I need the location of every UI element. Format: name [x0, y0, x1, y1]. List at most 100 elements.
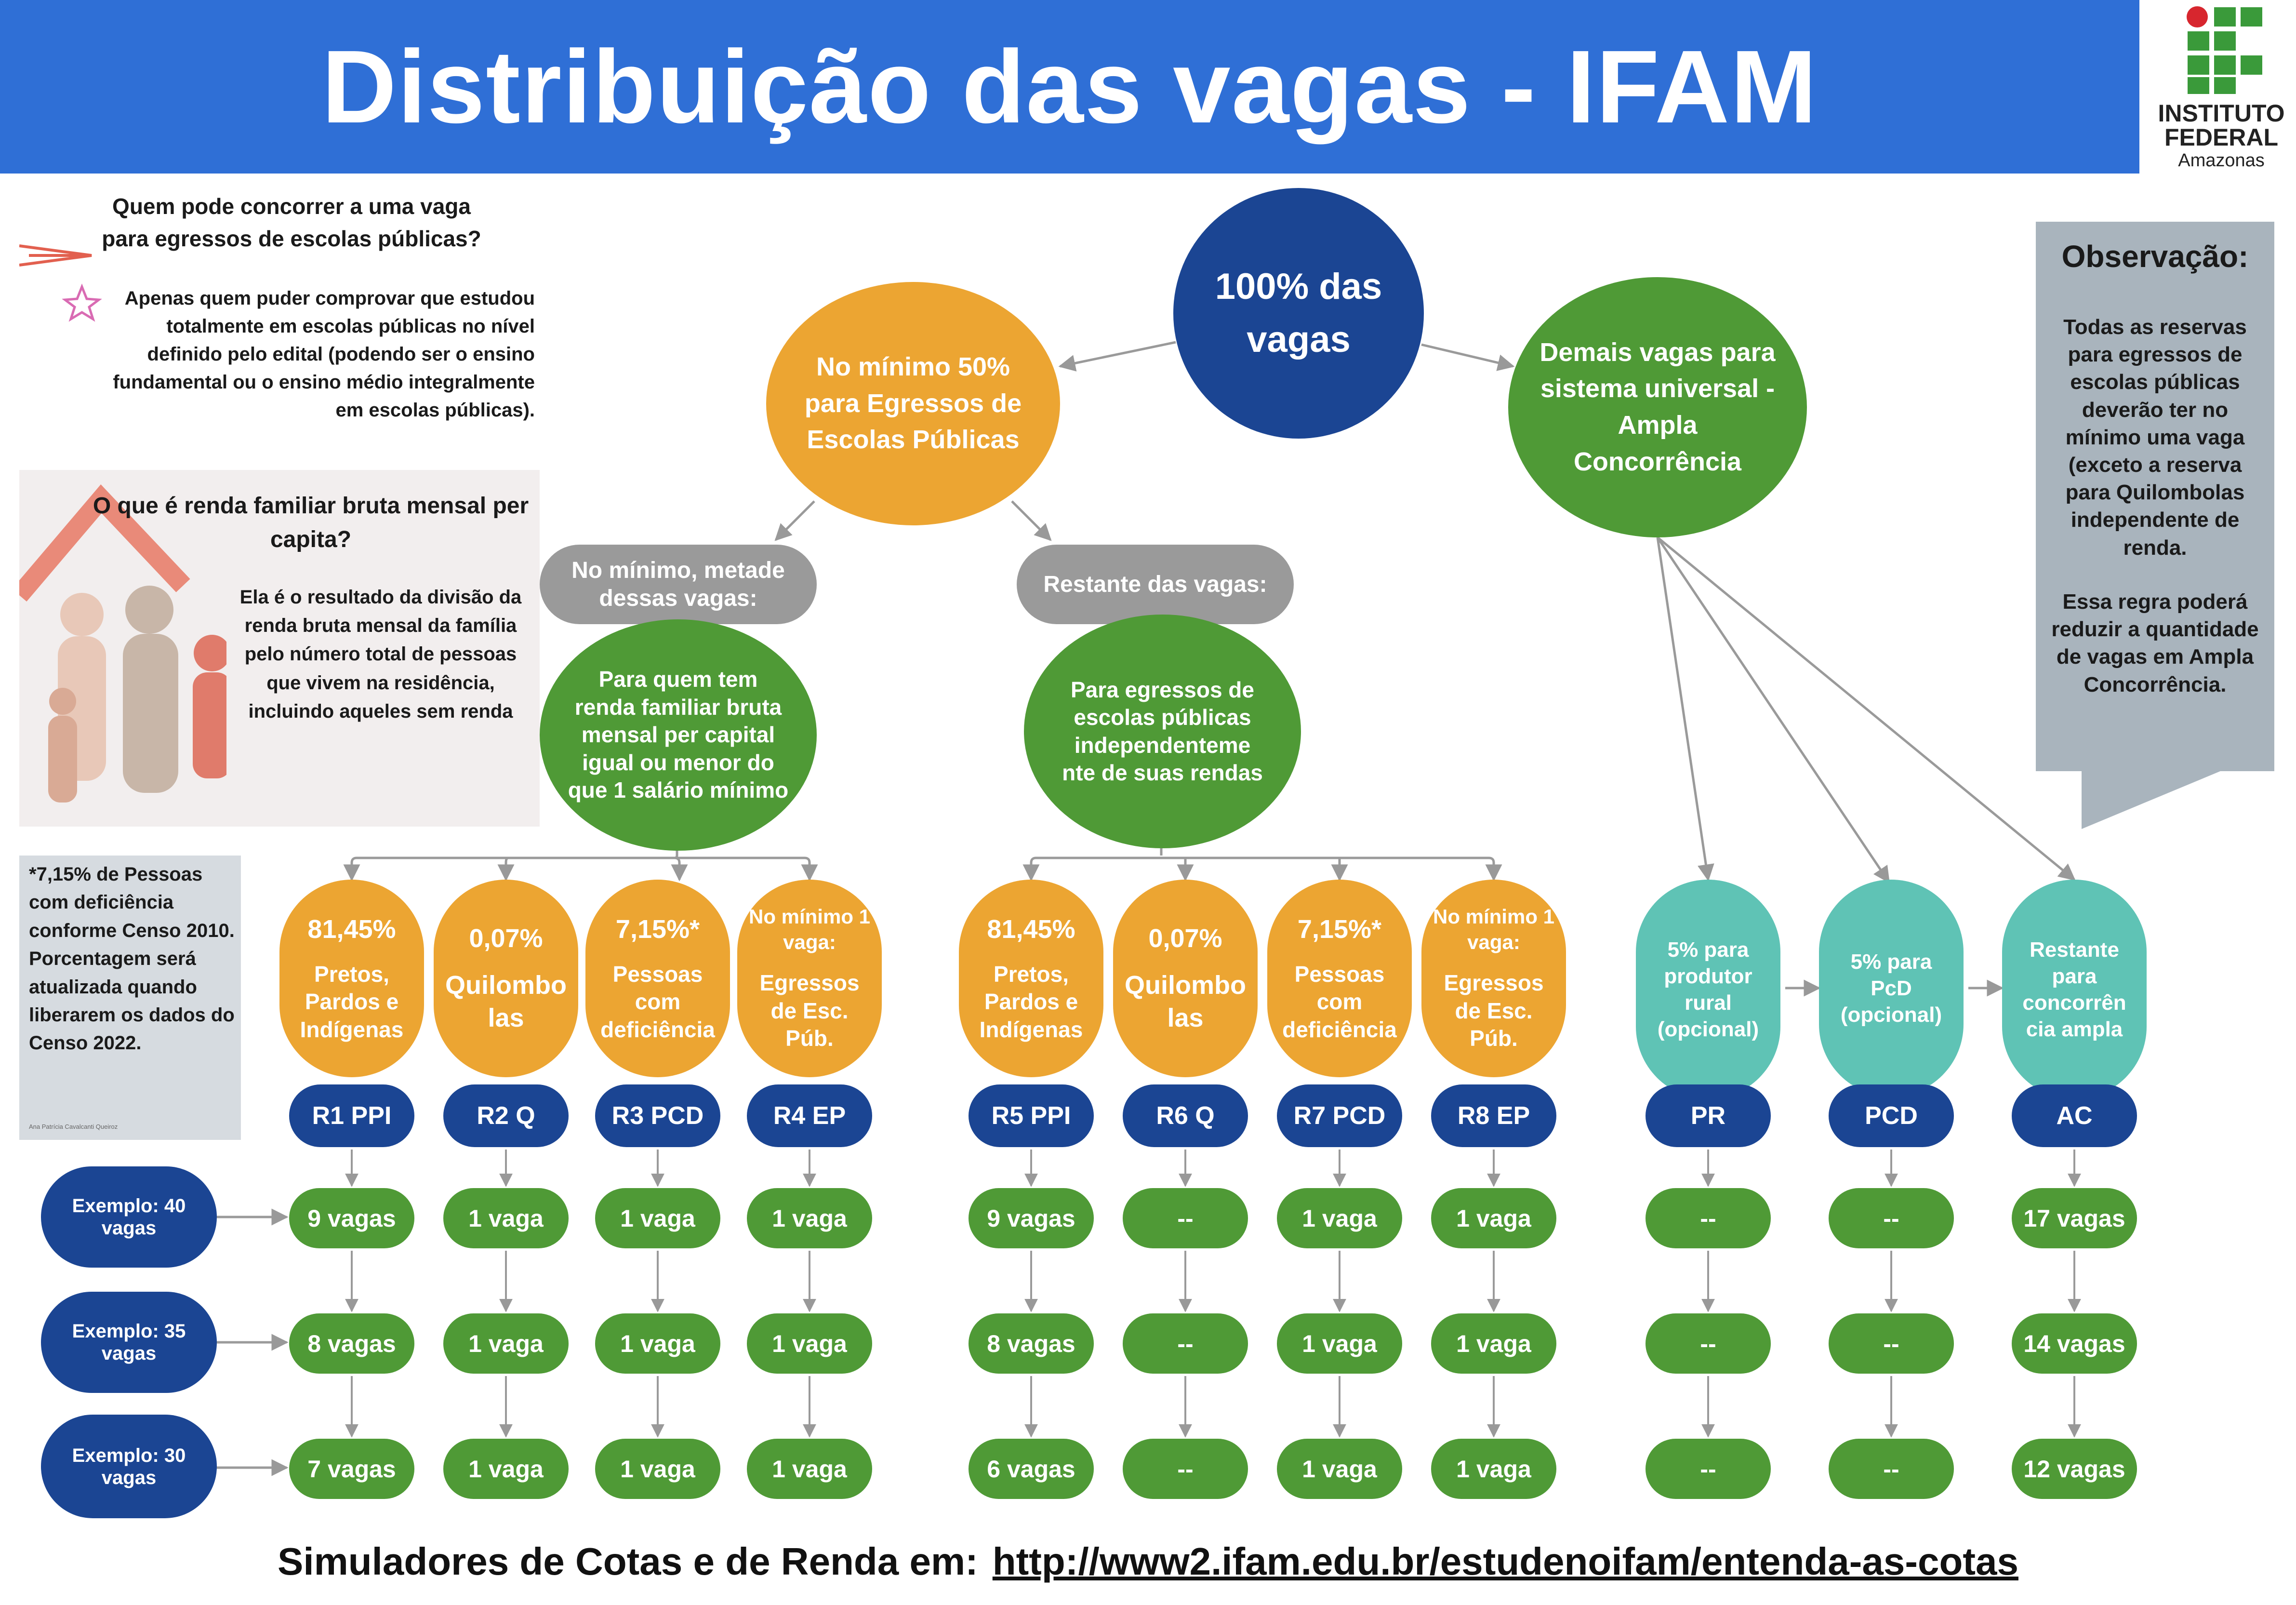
quota-label: Egressos de Esc. Púb.	[1444, 970, 1544, 1051]
quota-label: Pretos, Pardos e Indígenas	[300, 961, 404, 1042]
quota-value: 1 vaga	[1277, 1439, 1402, 1499]
quota-code: R6 Q	[1123, 1084, 1248, 1147]
example-40: Exemplo: 40 vagas	[41, 1166, 217, 1268]
logo-line-3: Amazonas	[2178, 150, 2265, 171]
quota-value: 1 vaga	[747, 1313, 872, 1374]
quota-value: 1 vaga	[595, 1313, 720, 1374]
quota-code: AC	[2012, 1084, 2137, 1147]
quota-label: Restante para concorrên cia ampla	[2022, 937, 2126, 1041]
info-public-school-box: Quem pode concorrer a uma vaga para egre…	[19, 183, 544, 453]
quota-value: 8 vagas	[289, 1313, 414, 1374]
observation-title: Observação:	[2061, 239, 2249, 274]
quota-value: 1 vaga	[1277, 1313, 1402, 1374]
quota-code: R5 PPI	[969, 1084, 1094, 1147]
logo-mark-icon	[2187, 6, 2262, 94]
quota-percentage: 7,15%*	[1297, 915, 1382, 944]
quota-group-pr: 5% para produtor rural (opcional)	[1636, 880, 1780, 1099]
footnote-text: *7,15% de Pessoas com deficiência confor…	[29, 864, 235, 1054]
quota-percentage: No mínimo 1 vaga:	[1433, 905, 1555, 953]
quota-value: 9 vagas	[289, 1188, 414, 1248]
decorative-doodles-icon	[19, 244, 102, 322]
observation-text-2: Essa regra poderá reduzir a quantidade d…	[2051, 590, 2259, 696]
public-school-node: No mínimo 50% para Egressos de Escolas P…	[766, 282, 1060, 525]
quota-value: --	[1829, 1313, 1954, 1374]
quota-value: 8 vagas	[969, 1313, 1094, 1374]
quota-value: --	[1829, 1188, 1954, 1248]
quota-value: 1 vaga	[595, 1439, 720, 1499]
quota-label: Egressos de Esc. Púb.	[759, 970, 860, 1051]
quota-code: R3 PCD	[595, 1084, 720, 1147]
info-income-box: O que é renda familiar bruta mensal per …	[19, 470, 540, 827]
footnote-box: *7,15% de Pessoas com deficiência confor…	[19, 856, 241, 1140]
quota-percentage: 81,45%	[307, 915, 396, 944]
public-school-question: Quem pode concorrer a uma vaga para egre…	[102, 194, 481, 251]
quota-value: 1 vaga	[1431, 1439, 1556, 1499]
quota-group-r3-pcd: 7,15%* Pessoas com deficiência	[585, 880, 730, 1077]
quota-group-r6-q: 0,07% Quilombo las	[1113, 880, 1258, 1077]
quota-group-r2-q: 0,07%Quilombo las	[434, 880, 578, 1077]
quota-group-r5-ppi: 81,45%Pretos, Pardos e Indígenas	[959, 880, 1103, 1077]
quota-group-r8-ep: No mínimo 1 vaga: Egressos de Esc. Púb.	[1421, 880, 1566, 1077]
quota-value: --	[1123, 1188, 1248, 1248]
quota-value: 1 vaga	[595, 1188, 720, 1248]
logo-line-1: INSTITUTO	[2158, 100, 2285, 127]
quota-value: 1 vaga	[747, 1188, 872, 1248]
quota-simulator-link[interactable]: http://www2.ifam.edu.br/estudenoifam/ent…	[992, 1540, 2018, 1583]
quota-value: 14 vagas	[2012, 1313, 2137, 1374]
income-question: O que é renda familiar bruta mensal per …	[93, 493, 529, 552]
quota-value: --	[1646, 1313, 1771, 1374]
quota-value: 1 vaga	[443, 1313, 569, 1374]
quota-code: R8 EP	[1431, 1084, 1556, 1147]
quota-percentage: 0,07%	[1148, 923, 1222, 953]
example-35: Exemplo: 35 vagas	[41, 1292, 217, 1393]
rest-label: Restante das vagas:	[1017, 545, 1294, 624]
page-title: Distribuição das vagas - IFAM	[321, 28, 1818, 145]
quota-value: --	[1829, 1439, 1954, 1499]
header-bar: Distribuição das vagas - IFAM	[0, 0, 2139, 174]
observation-pointer-icon	[2082, 769, 2226, 829]
quota-value: --	[1123, 1439, 1248, 1499]
quota-code: PR	[1646, 1084, 1771, 1147]
footer: Simuladores de Cotas e de Renda em: http…	[0, 1540, 2296, 1583]
quota-value: --	[1123, 1313, 1248, 1374]
quota-value: 6 vagas	[969, 1439, 1094, 1499]
quota-label: Quilombo las	[1125, 971, 1246, 1032]
quota-value: 7 vagas	[289, 1439, 414, 1499]
quota-value: 1 vaga	[1277, 1188, 1402, 1248]
family-house-illustration-icon	[19, 484, 226, 802]
quota-value: 9 vagas	[969, 1188, 1094, 1248]
quota-percentage: 7,15%*	[615, 915, 700, 944]
quota-value: 17 vagas	[2012, 1188, 2137, 1248]
quota-percentage: No mínimo 1 vaga:	[748, 905, 871, 953]
example-30: Exemplo: 30 vagas	[41, 1415, 217, 1518]
quota-code: R2 Q	[443, 1084, 569, 1147]
quota-code: R4 EP	[747, 1084, 872, 1147]
quota-value: 1 vaga	[1431, 1313, 1556, 1374]
any-income-node: Para egressos de escolas públicas indepe…	[1024, 615, 1301, 848]
observation-text-1: Todas as reservas para egressos de escol…	[2063, 315, 2247, 560]
quota-value: 12 vagas	[2012, 1439, 2137, 1499]
root-node: 100% das vagas	[1173, 188, 1424, 439]
half-label: No mínimo, metade dessas vagas:	[540, 545, 817, 624]
quota-code: R1 PPI	[289, 1084, 414, 1147]
quota-label: Pessoas com deficiência	[1282, 961, 1397, 1042]
quota-value: 1 vaga	[443, 1188, 569, 1248]
quota-value: 1 vaga	[747, 1439, 872, 1499]
income-answer: Ela é o resultado da divisão da renda br…	[239, 587, 522, 722]
quota-label: Quilombo las	[445, 971, 567, 1032]
quota-group-ac: Restante para concorrên cia ampla	[2002, 880, 2147, 1099]
logo-line-2: FEDERAL	[2164, 124, 2279, 151]
footer-label: Simuladores de Cotas e de Renda em:	[278, 1540, 978, 1583]
quota-label: Pessoas com deficiência	[600, 961, 715, 1042]
ifam-logo: INSTITUTO FEDERAL Amazonas	[2139, 0, 2296, 183]
quota-value: 1 vaga	[1431, 1188, 1556, 1248]
quota-value: --	[1646, 1439, 1771, 1499]
quota-value: 1 vaga	[443, 1439, 569, 1499]
quota-label: 5% para PcD (opcional)	[1840, 950, 1942, 1027]
quota-group-r4-ep: No mínimo 1 vaga: Egressos de Esc. Púb.	[737, 880, 882, 1077]
quota-group-pcd: 5% para PcD (opcional)	[1819, 880, 1964, 1097]
quota-label: Pretos, Pardos e Indígenas	[979, 961, 1083, 1042]
footnote-author: Ana Patrícia Cavalcanti Queiroz	[29, 1123, 118, 1130]
low-income-node: Para quem tem renda familiar bruta mensa…	[540, 619, 817, 851]
